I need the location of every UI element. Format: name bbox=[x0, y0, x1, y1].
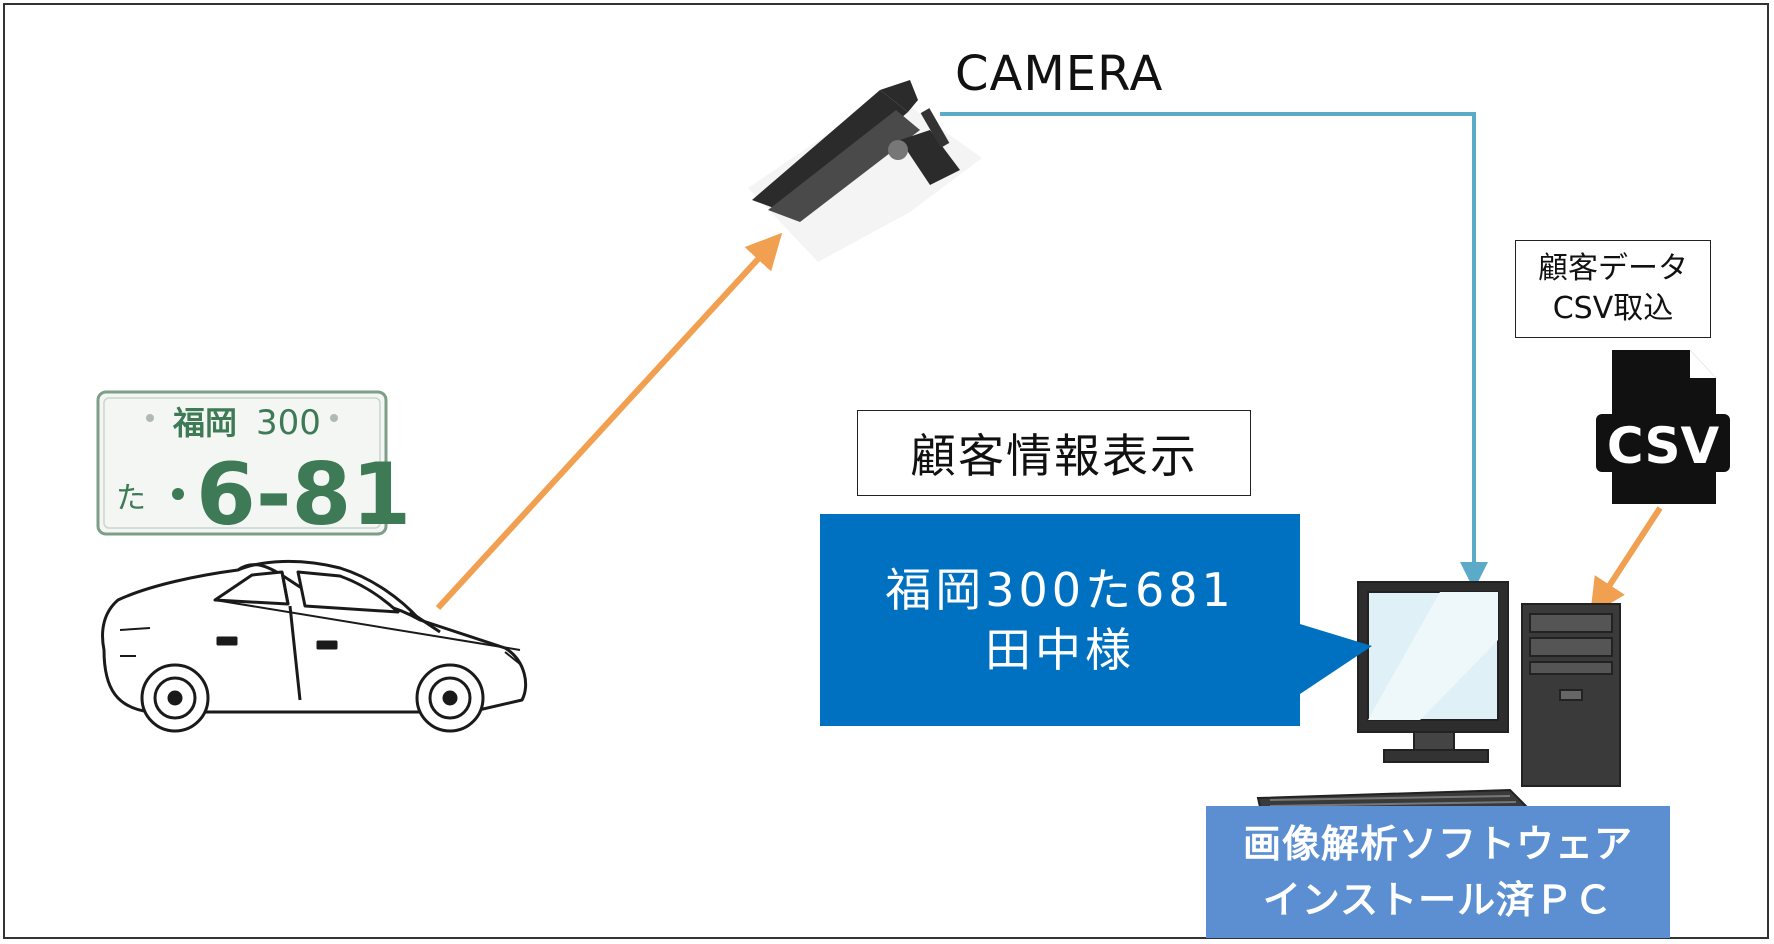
csv-file-label: CSV bbox=[1607, 417, 1720, 475]
csv-file-icon: CSV bbox=[1596, 350, 1730, 504]
csv-import-label: 顧客データ CSV取込 bbox=[1515, 240, 1711, 338]
customer-info-title: 顧客情報表示 bbox=[857, 410, 1251, 496]
security-camera-icon bbox=[748, 80, 982, 262]
pc-label: 画像解析ソフトウェア インストール済ＰＣ bbox=[1206, 806, 1670, 938]
csv-import-line1: 顧客データ bbox=[1538, 251, 1688, 286]
camera-to-pc-line bbox=[940, 112, 1488, 590]
pc-label-line2: インストール済ＰＣ bbox=[1262, 878, 1614, 922]
plate-class-number: 300 bbox=[256, 403, 321, 443]
plate-recognition-callout bbox=[820, 514, 1372, 726]
callout-plate-text: 福岡300た681 bbox=[885, 563, 1235, 617]
car-to-camera-arrow bbox=[435, 232, 783, 611]
car-icon bbox=[101, 559, 528, 733]
csv-to-pc-arrow bbox=[1590, 506, 1663, 616]
callout-text: 福岡300た681 田中様 bbox=[820, 560, 1300, 680]
camera-label: CAMERA bbox=[955, 46, 1164, 102]
plate-region: 福岡 bbox=[172, 404, 237, 442]
license-plate-icon: 福岡 300 た 6-81 bbox=[96, 390, 411, 545]
desktop-pc-icon bbox=[1256, 581, 1621, 818]
plate-number: 6-81 bbox=[196, 445, 411, 545]
csv-import-line2: CSV取込 bbox=[1552, 291, 1674, 326]
plate-kana: た bbox=[116, 481, 146, 516]
pc-label-line1: 画像解析ソフトウェア bbox=[1242, 822, 1633, 866]
callout-customer-name: 田中様 bbox=[985, 623, 1135, 677]
